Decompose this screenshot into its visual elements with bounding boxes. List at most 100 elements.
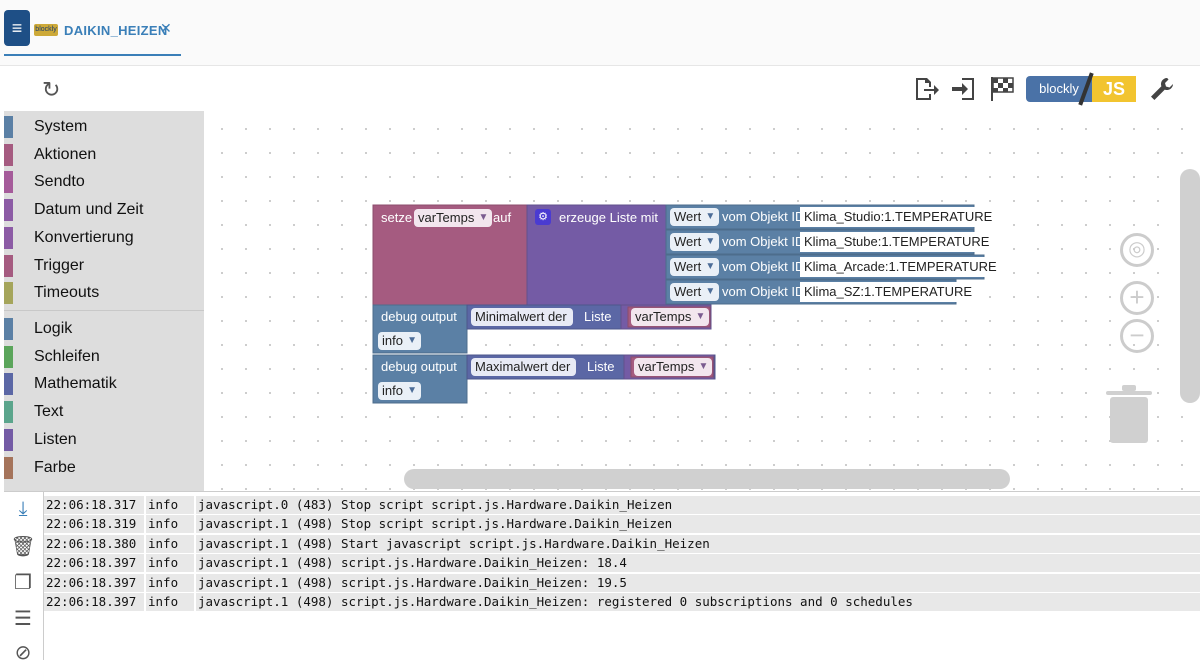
toolbox-category-mathematik[interactable]: Mathematik: [4, 371, 204, 395]
scroll-down-icon[interactable]: ⤓: [10, 498, 36, 524]
category-label: Schleifen: [34, 348, 100, 366]
toolbox-category-datum-und-zeit[interactable]: Datum und Zeit: [4, 197, 204, 221]
debug-level-dropdown[interactable]: info▼: [378, 332, 421, 350]
vom-objekt-label: vom Objekt ID: [722, 284, 804, 299]
export-icon[interactable]: [912, 75, 940, 103]
toolbox-category-trigger[interactable]: Trigger: [4, 253, 204, 277]
toolbox-category-aktionen[interactable]: Aktionen: [4, 142, 204, 166]
wrench-icon[interactable]: [1148, 75, 1176, 103]
category-color-swatch: [4, 227, 13, 249]
editor-toolbar: ↻ blockly JS: [0, 67, 1200, 110]
log-message: javascript.1 (498) script.js.Hardware.Da…: [196, 593, 1200, 611]
log-level: info: [146, 515, 194, 533]
log-message: javascript.1 (498) Stop script script.js…: [196, 515, 1200, 533]
log-row: 22:06:18.397infojavascript.1 (498) scrip…: [44, 554, 1200, 572]
min-var-name: varTemps: [635, 309, 691, 324]
menu-button[interactable]: ≡: [4, 10, 30, 46]
max-op-label: Maximalwert der: [475, 359, 570, 374]
log-message: javascript.1 (498) script.js.Hardware.Da…: [196, 574, 1200, 592]
js-label: JS: [1092, 76, 1136, 102]
tab-label: DAIKIN_HEIZEN: [64, 23, 168, 38]
wert-label: Wert: [674, 209, 701, 224]
toolbox-category-konvertierung[interactable]: Konvertierung: [4, 225, 204, 249]
dropdown-arrow-icon: ▼: [695, 308, 705, 326]
log-level: info: [146, 496, 194, 514]
min-op-dropdown[interactable]: Minimalwert der: [471, 308, 573, 326]
wert-dropdown[interactable]: Wert▼: [670, 208, 719, 226]
log-message: javascript.1 (498) Start javascript scri…: [196, 535, 1200, 553]
horizontal-scrollbar[interactable]: [404, 469, 1010, 489]
hamburger-icon: ≡: [12, 18, 23, 38]
trash-icon[interactable]: [1104, 381, 1154, 451]
object-id-field[interactable]: Klima_SZ:1.TEMPERATURE: [800, 282, 974, 302]
vom-objekt-label: vom Objekt ID: [722, 234, 804, 249]
category-color-swatch: [4, 457, 13, 479]
object-id-field[interactable]: Klima_Stube:1.TEMPERATURE: [800, 232, 991, 252]
max-var-dropdown[interactable]: varTemps ▼: [634, 358, 712, 376]
debug-level-value-2: info: [382, 383, 403, 398]
clear-log-icon[interactable]: 🗑: [10, 534, 36, 560]
category-label: Datum und Zeit: [34, 201, 143, 219]
blockly-workspace[interactable]: setze varTemps▼ auf ⚙ erzeuge Liste mit …: [204, 111, 1200, 491]
log-level: info: [146, 574, 194, 592]
mutator-gear-icon[interactable]: ⚙: [535, 209, 551, 225]
set-to-label: auf: [493, 210, 511, 225]
toolbox-category-listen[interactable]: Listen: [4, 427, 204, 451]
toolbox-category-schleifen[interactable]: Schleifen: [4, 344, 204, 368]
category-label: Timeouts: [34, 284, 99, 302]
close-icon[interactable]: ✕: [160, 20, 172, 37]
visibility-off-icon[interactable]: ⊘: [10, 640, 36, 660]
debug-output-label-2: debug output: [381, 359, 457, 374]
blockly-js-toggle[interactable]: blockly JS: [1026, 76, 1136, 102]
vertical-scrollbar[interactable]: [1180, 169, 1200, 403]
vom-objekt-label: vom Objekt ID: [722, 259, 804, 274]
category-color-swatch: [4, 373, 13, 395]
dropdown-arrow-icon: ▼: [705, 233, 715, 251]
max-var-name: varTemps: [638, 359, 694, 374]
log-details-icon[interactable]: ☰: [10, 606, 36, 632]
toolbox-category-timeouts[interactable]: Timeouts: [4, 280, 204, 304]
center-target-icon[interactable]: ◎: [1120, 233, 1154, 267]
dropdown-arrow-icon: ▼: [698, 358, 708, 376]
wert-dropdown[interactable]: Wert▼: [670, 283, 719, 301]
category-color-swatch: [4, 318, 13, 340]
zoom-out-icon[interactable]: −: [1120, 319, 1154, 353]
checkered-flag-icon[interactable]: [988, 75, 1016, 103]
log-panel: ⤓ 🗑 ❐ ☰ ⊘ 22:06:18.317infojavascript.0 (…: [4, 491, 1200, 660]
wert-dropdown[interactable]: Wert▼: [670, 258, 719, 276]
copy-icon[interactable]: ❐: [10, 570, 36, 596]
wert-label: Wert: [674, 259, 701, 274]
max-op-dropdown[interactable]: Maximalwert der: [471, 358, 576, 376]
log-level: info: [146, 554, 194, 572]
category-color-swatch: [4, 144, 13, 166]
log-time: 22:06:18.397: [44, 593, 144, 611]
dropdown-arrow-icon: ▼: [705, 283, 715, 301]
set-variable-dropdown[interactable]: varTemps▼: [414, 209, 492, 227]
object-id-field[interactable]: Klima_Studio:1.TEMPERATURE: [800, 207, 994, 227]
min-op-label: Minimalwert der: [475, 309, 567, 324]
toolbox-category-sendto[interactable]: Sendto: [4, 169, 204, 193]
toolbox-category-text[interactable]: Text: [4, 399, 204, 423]
object-id-field[interactable]: Klima_Arcade:1.TEMPERATURE: [800, 257, 999, 277]
debug-level-dropdown-2[interactable]: info▼: [378, 382, 421, 400]
category-color-swatch: [4, 116, 13, 138]
tab-bar: ≡ blockly DAIKIN_HEIZEN ✕: [0, 0, 1200, 66]
dropdown-arrow-icon: ▼: [478, 209, 488, 227]
log-level: info: [146, 593, 194, 611]
category-label: Farbe: [34, 459, 76, 477]
tab-daikin-heizen[interactable]: blockly DAIKIN_HEIZEN: [34, 18, 168, 42]
category-label: Listen: [34, 431, 77, 449]
category-label: Konvertierung: [34, 229, 134, 247]
zoom-in-icon[interactable]: +: [1120, 281, 1154, 315]
toolbox-category-logik[interactable]: Logik: [4, 316, 204, 340]
log-message: javascript.0 (483) Stop script script.js…: [196, 496, 1200, 514]
toolbox-category-system[interactable]: System: [4, 114, 204, 138]
import-icon[interactable]: [950, 75, 978, 103]
refresh-icon[interactable]: ↻: [42, 77, 60, 103]
debug-output-label: debug output: [381, 309, 457, 324]
toolbox-category-farbe[interactable]: Farbe: [4, 455, 204, 479]
min-var-dropdown[interactable]: varTemps ▼: [631, 308, 709, 326]
active-tab-indicator: [4, 54, 181, 56]
category-color-swatch: [4, 401, 13, 423]
wert-dropdown[interactable]: Wert▼: [670, 233, 719, 251]
